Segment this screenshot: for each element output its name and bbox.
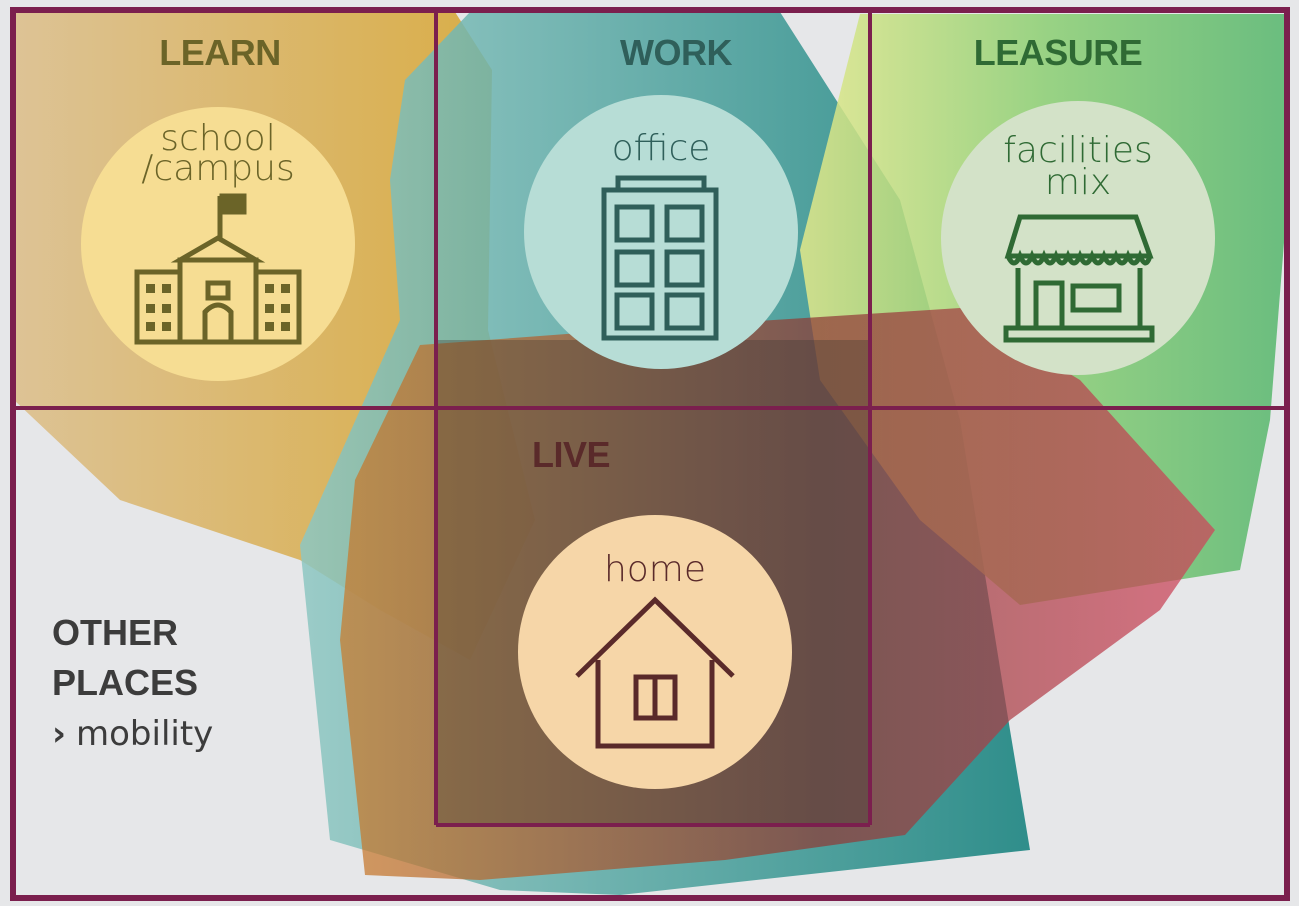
shop-icon: [1003, 214, 1155, 343]
learn-label-line1: school: [160, 118, 275, 159]
work-title: WORK: [620, 32, 732, 73]
other-title-line2: PLACES: [52, 662, 198, 703]
live-circle: [518, 515, 792, 789]
school-building-icon: [134, 193, 302, 345]
other-subtitle: mobility: [76, 714, 213, 754]
leisure-title: LEASURE: [974, 32, 1143, 73]
other-arrow-icon: ›: [52, 714, 66, 754]
learn-title: LEARN: [159, 32, 281, 73]
house-icon: [575, 596, 735, 749]
learn-label-line2: /campus: [141, 148, 294, 189]
work-label: office: [612, 128, 711, 169]
leisure-circle: [941, 101, 1215, 375]
leisure-label-line2: mix: [1045, 162, 1111, 203]
grid-frame: [10, 7, 1290, 901]
leisure-label-line1: facilities: [1003, 130, 1153, 171]
live-title: LIVE: [532, 434, 610, 475]
office-building-icon: [601, 175, 719, 341]
live-label: home: [604, 549, 706, 590]
work-circle: [524, 95, 798, 369]
other-title-line1: OTHER: [52, 612, 178, 653]
